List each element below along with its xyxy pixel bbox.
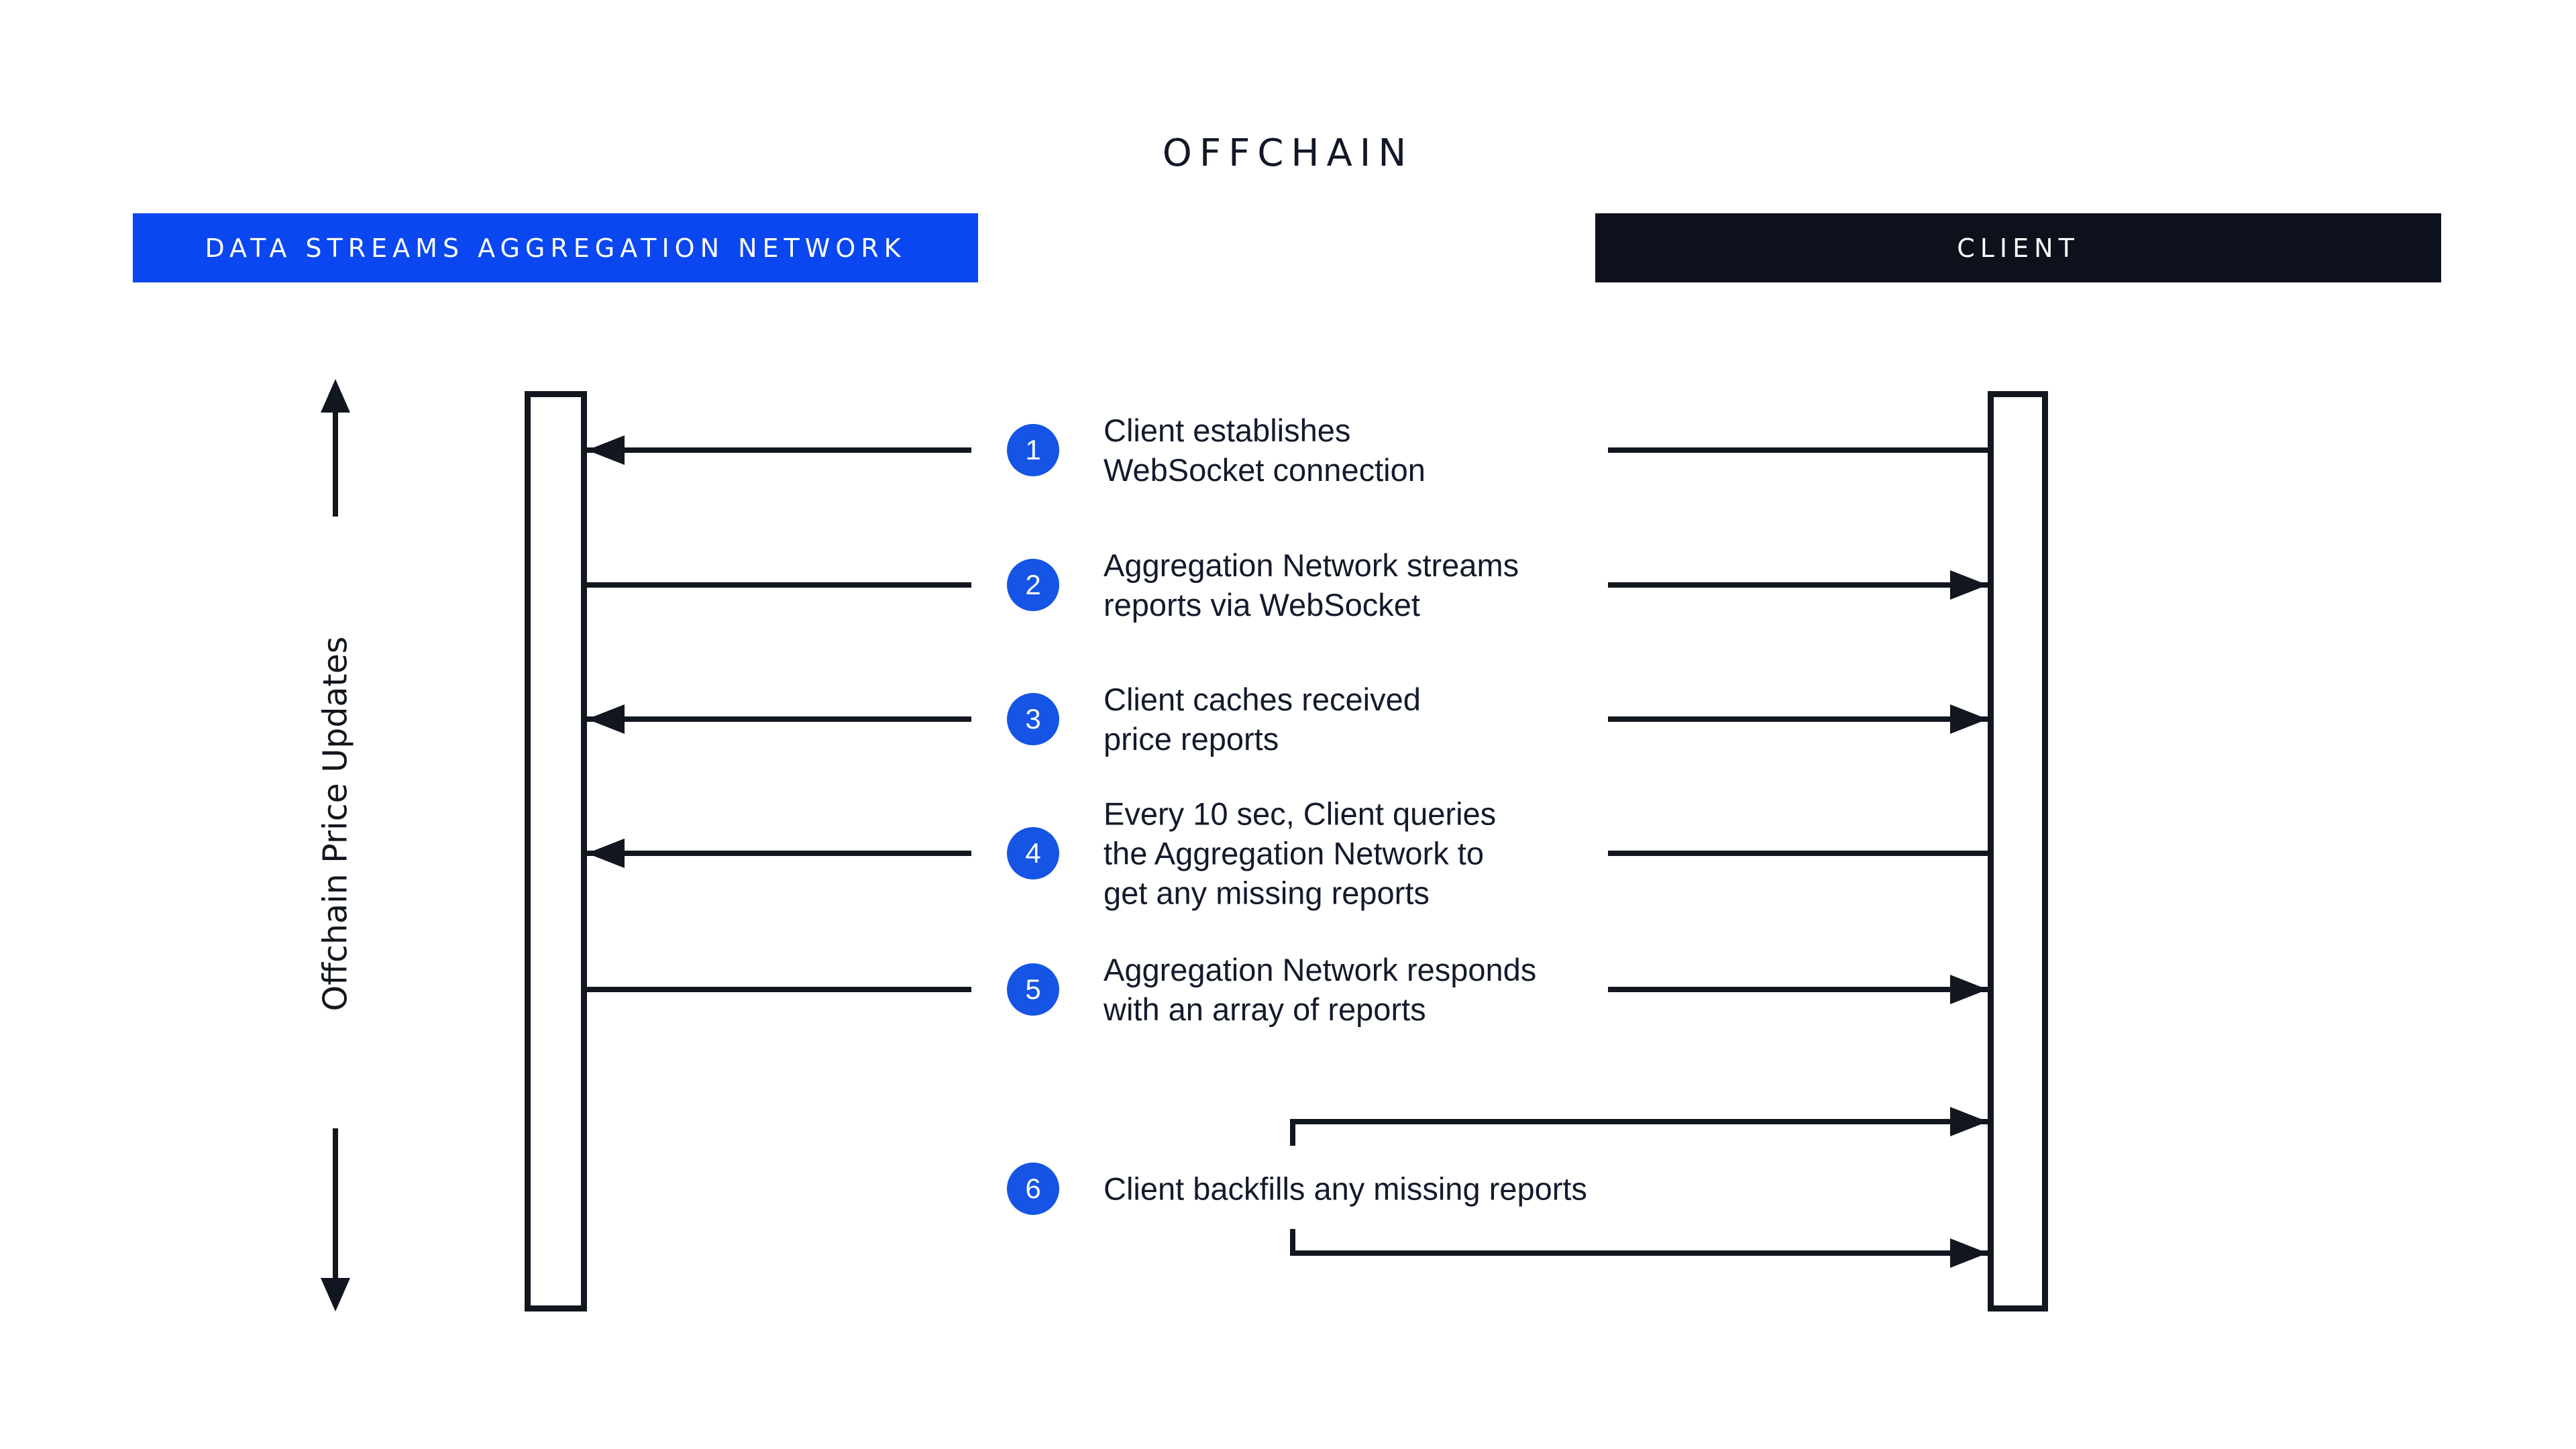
axis-arrow-down-shaft — [333, 1128, 338, 1279]
message-line-left-3 — [587, 716, 971, 722]
step-badge-3: 3 — [1007, 693, 1059, 745]
message-line-right-3 — [1608, 716, 1988, 722]
participant-network-label: DATA STREAMS AGGREGATION NETWORK — [205, 233, 906, 263]
message-line-right-4 — [1608, 851, 1988, 856]
arrowhead-right-icon — [1950, 1238, 1988, 1268]
backfill-response-line — [1290, 1250, 1988, 1256]
step-label-6: Client backfills any missing reports — [1104, 1171, 1587, 1207]
arrowhead-right-icon — [1950, 1107, 1988, 1136]
arrowhead-left-icon — [587, 435, 625, 465]
arrowhead-right-icon — [1950, 570, 1988, 600]
client-lifeline — [1988, 391, 2048, 1311]
participant-client-label: CLIENT — [1957, 233, 2080, 263]
step-badge-1: 1 — [1007, 424, 1059, 476]
backfill-request-stub — [1290, 1119, 1295, 1146]
arrowhead-left-icon — [587, 839, 625, 868]
arrowhead-right-icon — [1950, 704, 1988, 734]
step-number: 5 — [1025, 973, 1041, 1005]
step-badge-4: 4 — [1007, 827, 1059, 879]
axis-label: Offchain Price Updates — [316, 636, 355, 1012]
axis-arrow-down-icon — [321, 1278, 350, 1311]
step-label-2: Aggregation Network streams reports via … — [1104, 547, 1519, 623]
message-line-right-5 — [1608, 987, 1988, 992]
message-line-left-1 — [587, 447, 971, 453]
step-number: 3 — [1025, 703, 1041, 735]
step-label-1: Client establishes WebSocket connection — [1104, 413, 1426, 488]
step-number: 2 — [1025, 569, 1041, 600]
backfill-request-line — [1290, 1119, 1988, 1124]
step-badge-5: 5 — [1007, 963, 1059, 1016]
participant-network-header: DATA STREAMS AGGREGATION NETWORK — [133, 213, 978, 282]
diagram-title: OFFCHAIN — [1162, 131, 1414, 175]
axis-arrow-up-shaft — [333, 411, 338, 517]
step-label-4: Every 10 sec, Client queries the Aggrega… — [1104, 796, 1497, 911]
message-line-left-5 — [587, 987, 971, 992]
step-number: 6 — [1025, 1173, 1041, 1204]
step-badge-2: 2 — [1007, 559, 1059, 611]
step-number: 4 — [1025, 837, 1041, 869]
arrowhead-left-icon — [587, 704, 625, 734]
step-badge-6: 6 — [1007, 1163, 1059, 1215]
participant-client-header: CLIENT — [1595, 213, 2441, 282]
step-number: 1 — [1025, 434, 1041, 466]
arrowhead-right-icon — [1950, 975, 1988, 1004]
step-label-3: Client caches received price reports — [1104, 682, 1421, 757]
axis-arrow-up-icon — [321, 379, 350, 413]
message-line-left-4 — [587, 851, 971, 856]
message-line-right-1 — [1608, 447, 1988, 453]
message-line-right-2 — [1608, 582, 1988, 588]
network-lifeline — [525, 391, 587, 1311]
backfill-response-stub — [1290, 1229, 1295, 1256]
message-line-left-2 — [587, 582, 971, 588]
step-label-5: Aggregation Network responds with an arr… — [1104, 952, 1537, 1027]
